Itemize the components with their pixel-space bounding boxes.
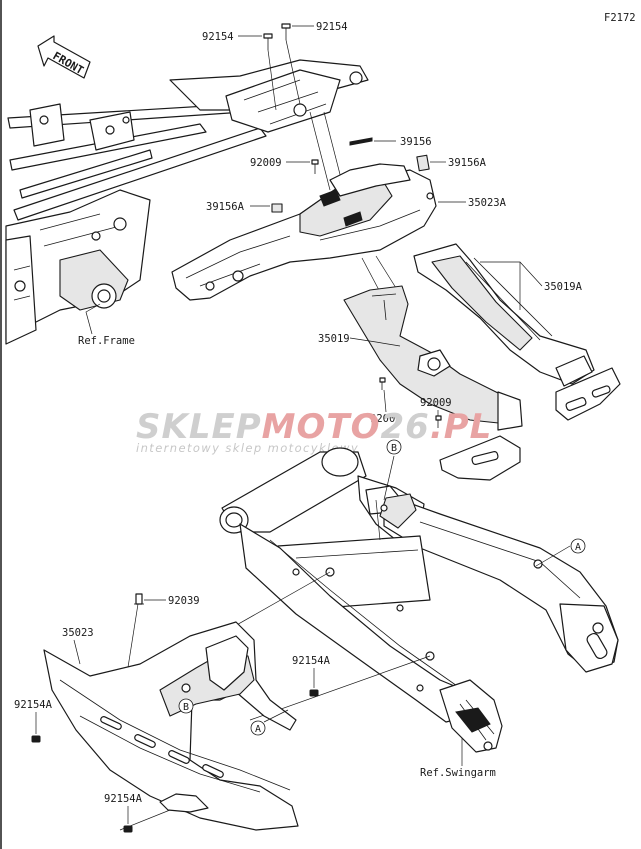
callout-b-top — [386, 439, 402, 455]
watermark-brand-4: .PL — [430, 407, 493, 447]
bolt-92154a-left — [31, 735, 41, 743]
watermark-brand-1: SKLEP — [136, 407, 262, 447]
callout-b-bottom — [178, 698, 194, 714]
label-35023a: 35023A — [468, 197, 507, 209]
label-35023: 35023 — [62, 627, 94, 639]
label-92154a-bottom: 92154A — [104, 793, 143, 805]
watermark: SKLEPMOTO26.PL internetowy sklep motocyk… — [136, 407, 492, 455]
callout-b-top-text: B — [391, 443, 397, 454]
screw-92009-right — [435, 415, 442, 428]
label-35019a: 35019A — [544, 281, 583, 293]
callout-a-right-text: A — [575, 542, 581, 553]
label-35019: 35019 — [318, 333, 350, 345]
front-arrow-icon: FRONT — [37, 35, 91, 79]
clip-92039 — [134, 593, 144, 605]
bolt-92154a-bottom — [123, 825, 133, 833]
bolt-92009-top — [311, 159, 319, 174]
label-92009-mid-left: 92009 — [370, 413, 402, 425]
label-92009-top: 92009 — [250, 157, 282, 169]
svg-text:SKLEPMOTO26.PL: SKLEPMOTO26.PL — [136, 407, 492, 447]
bolt-92154a-mid — [309, 689, 319, 697]
watermark-brand-3: 26 — [381, 407, 430, 447]
label-39156: 39156 — [400, 136, 432, 148]
pad-39156 — [349, 137, 373, 146]
inner-fender-35023a — [171, 163, 437, 301]
label-92039: 92039 — [168, 595, 200, 607]
watermark-brand-2: MOTO — [262, 407, 381, 447]
fender-bracket-35019a — [413, 243, 621, 421]
bolt-92154-right — [281, 23, 291, 40]
callout-b-bottom-text: B — [183, 702, 189, 713]
tail-bracket — [439, 435, 521, 481]
watermark-tagline: internetowy sklep motocyklowy — [136, 441, 359, 455]
callout-a-bottom — [250, 720, 266, 736]
callout-a-right — [570, 538, 586, 554]
frame-drawing — [5, 59, 369, 345]
ref-frame-label: Ref.Frame — [78, 335, 135, 347]
swingarm-drawing — [219, 447, 619, 753]
label-92009-mid-right: 92009 — [420, 397, 452, 409]
label-92154a-left: 92154A — [14, 699, 53, 711]
pad-39156a-left — [271, 203, 283, 213]
label-92154-left: 92154 — [202, 31, 234, 43]
figure-code: F2172 — [604, 12, 636, 24]
chain-guard-35023 — [43, 621, 299, 831]
callout-a-bottom-text: A — [255, 724, 261, 735]
label-92154-right: 92154 — [316, 21, 348, 33]
screw-92009-left — [379, 377, 386, 390]
center-fender-35019 — [343, 285, 523, 431]
label-92154a-mid: 92154A — [292, 655, 331, 667]
pad-39156a-right — [416, 154, 430, 172]
label-39156a-right: 39156A — [448, 157, 487, 169]
label-39156a-left: 39156A — [206, 201, 245, 213]
ref-swingarm-label: Ref.Swingarm — [420, 767, 496, 779]
bolt-92154-left — [263, 33, 273, 50]
